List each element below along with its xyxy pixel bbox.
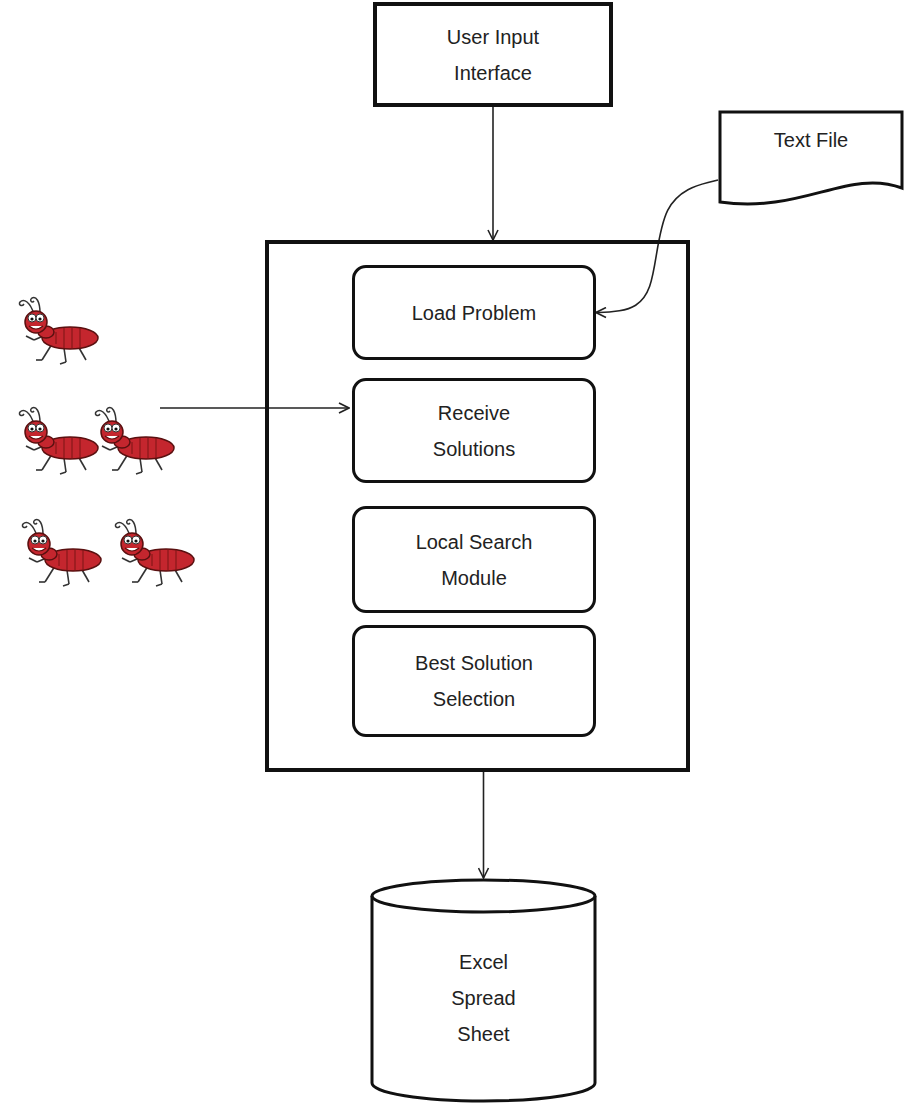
flow-arrow [483,772,485,878]
process-box: Load Problem [352,265,596,360]
ant [95,408,174,474]
system-container: Load ProblemReceive SolutionsLocal Searc… [265,240,690,772]
node-label: Excel Spread Sheet [434,944,534,1052]
node-label: Best Solution Selection [399,645,549,717]
document-outline [718,110,904,210]
document-outline-path [720,112,902,204]
flow-arrow [492,107,494,240]
database-cylinder: Excel Spread Sheet [370,878,597,1103]
input-box: User Input Interface [373,2,613,107]
ant [19,298,98,364]
document-shape: Text File [718,110,904,210]
cylinder-body [372,896,595,1101]
flow-arrow [596,180,718,313]
node-label: Load Problem [412,295,537,331]
node-label: Local Search Module [404,524,544,596]
process-box: Best Solution Selection [352,625,596,737]
node-label: Text File [774,122,848,158]
ant [115,520,194,586]
node-label: User Input Interface [428,19,558,91]
cylinder-top [372,880,595,912]
node-label: Receive Solutions [419,395,529,467]
process-box: Local Search Module [352,506,596,613]
ant-arrow [160,407,349,409]
process-box: Receive Solutions [352,378,596,483]
ant [22,520,101,586]
ant [19,408,98,474]
